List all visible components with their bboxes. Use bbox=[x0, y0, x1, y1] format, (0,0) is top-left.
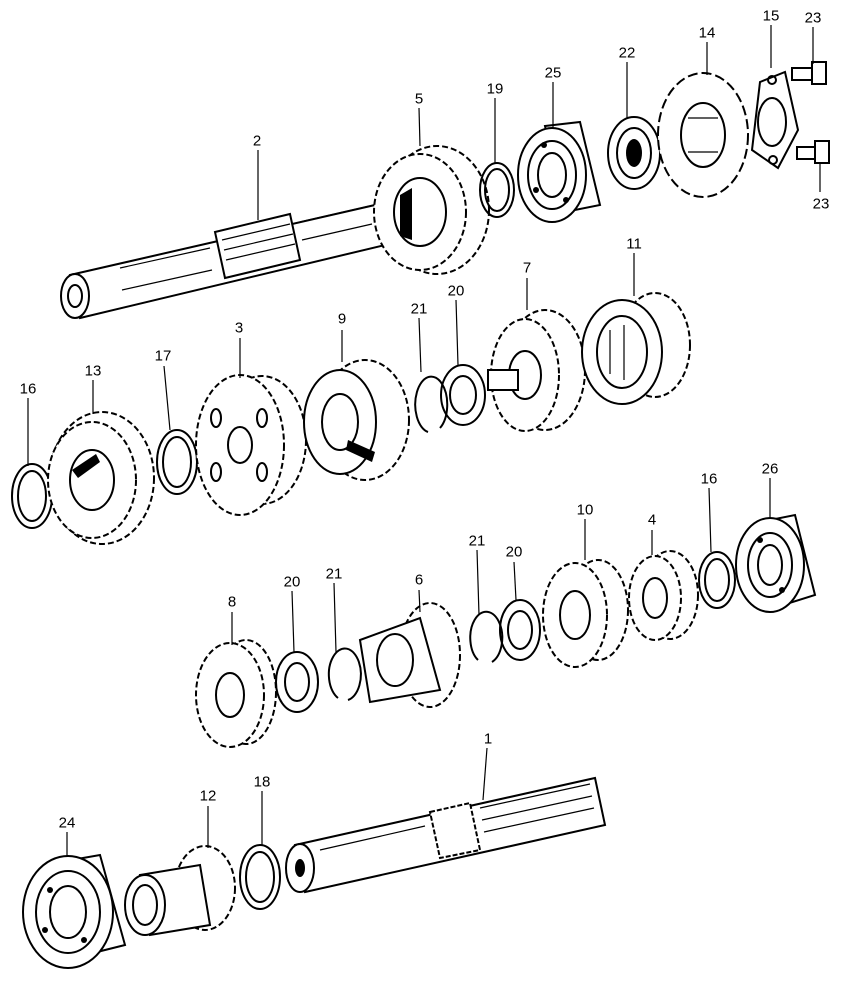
gear-5 bbox=[373, 145, 490, 275]
callout-21-lower-right: 21 bbox=[468, 532, 486, 550]
callout-23-lower: 23 bbox=[812, 195, 830, 213]
callout-22: 22 bbox=[618, 44, 636, 62]
bolt-23-lower bbox=[796, 140, 830, 164]
washer-20-lower-left bbox=[275, 651, 319, 713]
callout-2: 2 bbox=[252, 132, 262, 150]
gear-12 bbox=[124, 845, 236, 937]
circlip-21-lower-left bbox=[327, 647, 362, 701]
plate-15 bbox=[750, 70, 800, 170]
leader-lines bbox=[27, 25, 821, 856]
washer-16-left bbox=[11, 463, 53, 529]
circlip-21-lower-right bbox=[469, 610, 504, 663]
callout-20-lower-left: 20 bbox=[283, 573, 301, 591]
callout-19: 19 bbox=[486, 80, 504, 98]
callout-20-upper: 20 bbox=[447, 282, 465, 300]
shaft-2 bbox=[60, 203, 387, 320]
callout-1: 1 bbox=[483, 730, 493, 748]
callout-14: 14 bbox=[698, 24, 716, 42]
callout-10: 10 bbox=[576, 501, 594, 519]
gear-10 bbox=[542, 559, 629, 668]
washer-19 bbox=[479, 162, 515, 218]
callout-13: 13 bbox=[84, 362, 102, 380]
callout-9: 9 bbox=[337, 310, 347, 328]
washer-20-lower-right bbox=[499, 599, 541, 661]
shaft-1 bbox=[285, 776, 607, 894]
bearing-24 bbox=[22, 853, 127, 969]
callout-23-upper: 23 bbox=[804, 9, 822, 27]
seal-22 bbox=[607, 116, 661, 190]
callout-25: 25 bbox=[544, 64, 562, 82]
gear-6 bbox=[358, 602, 461, 708]
gear-3 bbox=[195, 374, 307, 516]
callout-21-upper: 21 bbox=[410, 300, 428, 318]
callout-15: 15 bbox=[762, 7, 780, 25]
gear-8 bbox=[195, 639, 277, 748]
callout-11: 11 bbox=[626, 235, 642, 253]
gear-4 bbox=[628, 550, 699, 641]
callout-17: 17 bbox=[154, 347, 172, 365]
callout-16-left: 16 bbox=[19, 380, 37, 398]
callout-6: 6 bbox=[414, 571, 424, 589]
bolt-23-upper bbox=[791, 61, 827, 85]
callout-8: 8 bbox=[227, 593, 237, 611]
gear-7 bbox=[487, 309, 586, 432]
callout-4: 4 bbox=[647, 511, 657, 529]
callout-21-lower-left: 21 bbox=[325, 565, 343, 583]
sprocket-14 bbox=[657, 72, 749, 198]
gear-9 bbox=[303, 359, 410, 481]
callout-5: 5 bbox=[414, 90, 424, 108]
bearing-26 bbox=[735, 513, 817, 613]
callout-12: 12 bbox=[199, 787, 217, 805]
washer-18 bbox=[239, 844, 281, 910]
gear-11 bbox=[581, 292, 691, 405]
callout-24: 24 bbox=[58, 814, 76, 832]
callout-26: 26 bbox=[761, 460, 779, 478]
callout-20-lower-right: 20 bbox=[505, 543, 523, 561]
callout-3: 3 bbox=[234, 319, 244, 337]
bearing-25 bbox=[517, 120, 602, 223]
callout-18: 18 bbox=[253, 773, 271, 791]
washer-17 bbox=[156, 429, 198, 495]
washer-20-upper bbox=[440, 364, 486, 426]
gear-13 bbox=[47, 411, 155, 545]
circlip-21-upper bbox=[414, 375, 449, 433]
callout-16-right: 16 bbox=[700, 470, 718, 488]
washer-16-right bbox=[698, 551, 736, 609]
callout-7: 7 bbox=[522, 259, 532, 277]
